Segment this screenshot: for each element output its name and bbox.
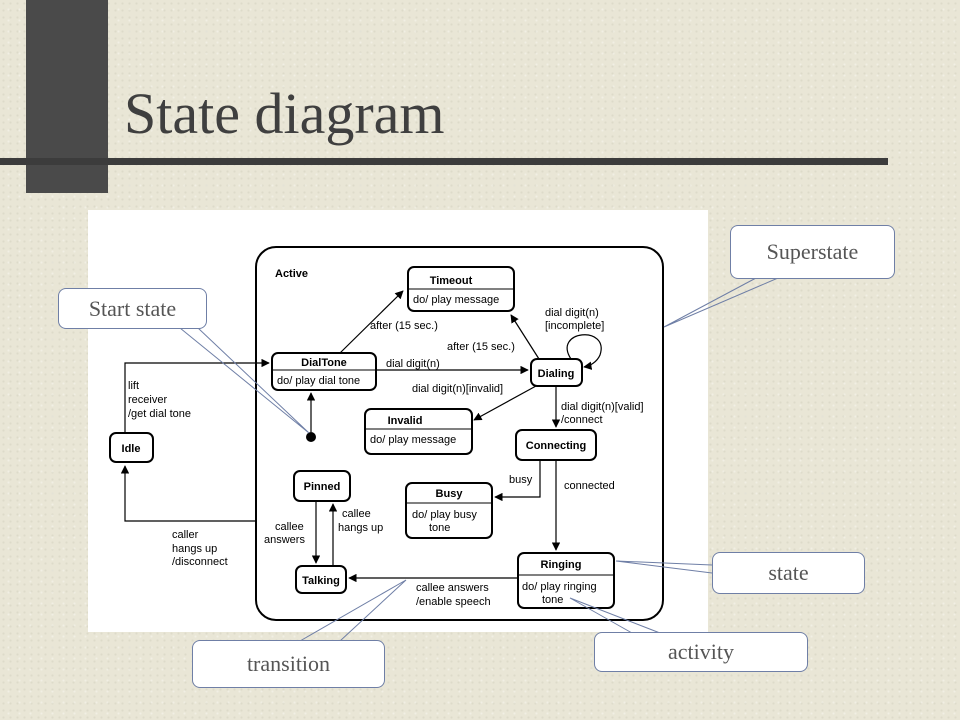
callout-superstate-pointer [663, 277, 779, 328]
label-caller-1: caller [172, 529, 199, 541]
state-busy: Busy do/ play busy tone [405, 482, 493, 539]
state-name: Talking [302, 575, 340, 587]
label-busy: busy [509, 474, 533, 486]
state-activity: do/ play message [413, 294, 499, 306]
callout-start-state-text: Start state [88, 295, 177, 321]
transition-idle-dialtone [124, 358, 270, 433]
state-activity-line1: do/ play busy [412, 509, 477, 521]
state-name: Busy [436, 488, 464, 500]
callout-state: state [712, 552, 865, 594]
transition-dialing-timeout [510, 314, 540, 360]
label-lift-2: receiver [128, 394, 167, 406]
state-name: Pinned [304, 481, 341, 493]
state-dialtone: DialTone do/ play dial tone [271, 352, 377, 391]
transition-dialtone-timeout [339, 290, 404, 354]
state-timeout: Timeout do/ play message [407, 266, 515, 312]
state-dialing: Dialing [530, 358, 583, 387]
label-caller-2: hangs up [172, 543, 217, 555]
transition-connecting-busy [494, 460, 541, 502]
callout-activity-pointer [569, 597, 661, 634]
callout-state-text: state [768, 560, 809, 585]
state-activity-line2: tone [542, 594, 563, 606]
transition-dialing-invalid [473, 385, 537, 421]
callout-transition-text: transition [246, 651, 331, 676]
callout-activity: activity [594, 632, 808, 672]
callout-state-pointer [615, 560, 713, 574]
state-activity-line1: do/ play ringing [522, 581, 597, 593]
callout-superstate: Superstate [730, 225, 895, 279]
initial-state-dot [306, 432, 316, 442]
label-self-2: [incomplete] [545, 320, 604, 332]
label-after-2: after (15 sec.) [447, 341, 515, 353]
label-callee-hangs-2: hangs up [338, 522, 383, 534]
callout-activity-text: activity [668, 639, 734, 664]
state-ringing: Ringing do/ play ringing tone [517, 552, 615, 609]
callout-start-state: Start state [58, 288, 207, 329]
state-name: Connecting [526, 440, 587, 452]
title-rule [0, 158, 888, 165]
state-talking: Talking [295, 565, 347, 594]
label-callee-answers-2: answers [264, 534, 305, 546]
label-lift-1: lift [128, 380, 139, 392]
label-dial-digit: dial digit(n) [386, 358, 440, 370]
callout-superstate-text: Superstate [766, 239, 859, 264]
state-name: Invalid [388, 415, 423, 427]
callout-transition: transition [192, 640, 385, 688]
label-dial-invalid: dial digit(n)[invalid] [412, 383, 503, 395]
callout-start-pointer [179, 327, 310, 434]
state-activity-line2: tone [429, 522, 450, 534]
state-invalid: Invalid do/ play message [364, 408, 473, 455]
label-callee-answers-1: callee [275, 521, 304, 533]
callout-transition-pointer [299, 579, 407, 642]
transition-dialing-self [566, 334, 602, 370]
label-self-1: dial digit(n) [545, 307, 599, 319]
state-activity: do/ play message [370, 434, 456, 446]
label-lift-3: /get dial tone [128, 408, 191, 420]
state-name: Idle [122, 443, 141, 455]
state-name: Timeout [430, 275, 473, 287]
state-connecting: Connecting [515, 429, 597, 461]
superstate-label: Active [275, 268, 308, 280]
state-name: Ringing [541, 559, 582, 571]
state-name: DialTone [301, 357, 347, 369]
state-name: Dialing [538, 368, 575, 380]
label-valid-2: /connect [561, 414, 603, 426]
transition-active-idle [120, 465, 256, 522]
label-valid-1: dial digit(n)[valid] [561, 401, 644, 413]
label-connected: connected [564, 480, 615, 492]
state-pinned: Pinned [293, 470, 351, 502]
label-after-1: after (15 sec.) [370, 320, 438, 332]
label-callee-hangs-1: callee [342, 508, 371, 520]
superstate-box [255, 246, 664, 621]
label-caller-3: /disconnect [172, 556, 228, 568]
label-enable-2: /enable speech [416, 596, 491, 608]
state-activity: do/ play dial tone [277, 375, 360, 387]
slide-title: State diagram [124, 81, 445, 146]
state-idle: Idle [109, 432, 154, 463]
label-enable-1: callee answers [416, 582, 489, 594]
